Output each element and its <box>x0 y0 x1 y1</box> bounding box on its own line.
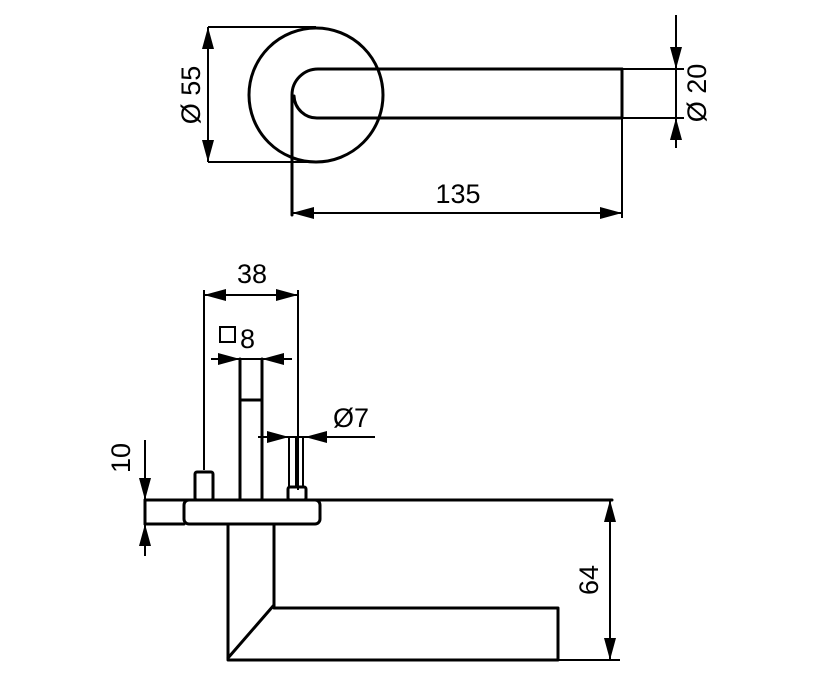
lever-inner-edge <box>292 94 624 120</box>
dim-screw-diameter: Ø7 <box>333 403 369 433</box>
dim-rosette-height: 10 <box>106 443 136 473</box>
left-pin <box>193 470 215 502</box>
dim-lever-drop: 64 <box>574 565 604 595</box>
dim-rosette-width: 38 <box>237 259 267 289</box>
dim-lever-length: 135 <box>435 179 480 209</box>
lever-side <box>226 522 560 662</box>
square-symbol-icon <box>219 326 236 343</box>
dim-rosette-diameter: Ø 55 <box>176 66 206 125</box>
rosette-circle <box>247 26 385 164</box>
rosette-base <box>182 498 322 526</box>
lever-outer-edge <box>290 67 624 217</box>
top-view: Ø 55 Ø 20 135 <box>176 15 712 219</box>
square-spindle <box>238 357 264 502</box>
dim-square-spindle: 8 <box>240 324 255 354</box>
dim-lever-diameter: Ø 20 <box>682 64 712 123</box>
side-view: 38 8 Ø7 10 64 <box>106 259 620 662</box>
